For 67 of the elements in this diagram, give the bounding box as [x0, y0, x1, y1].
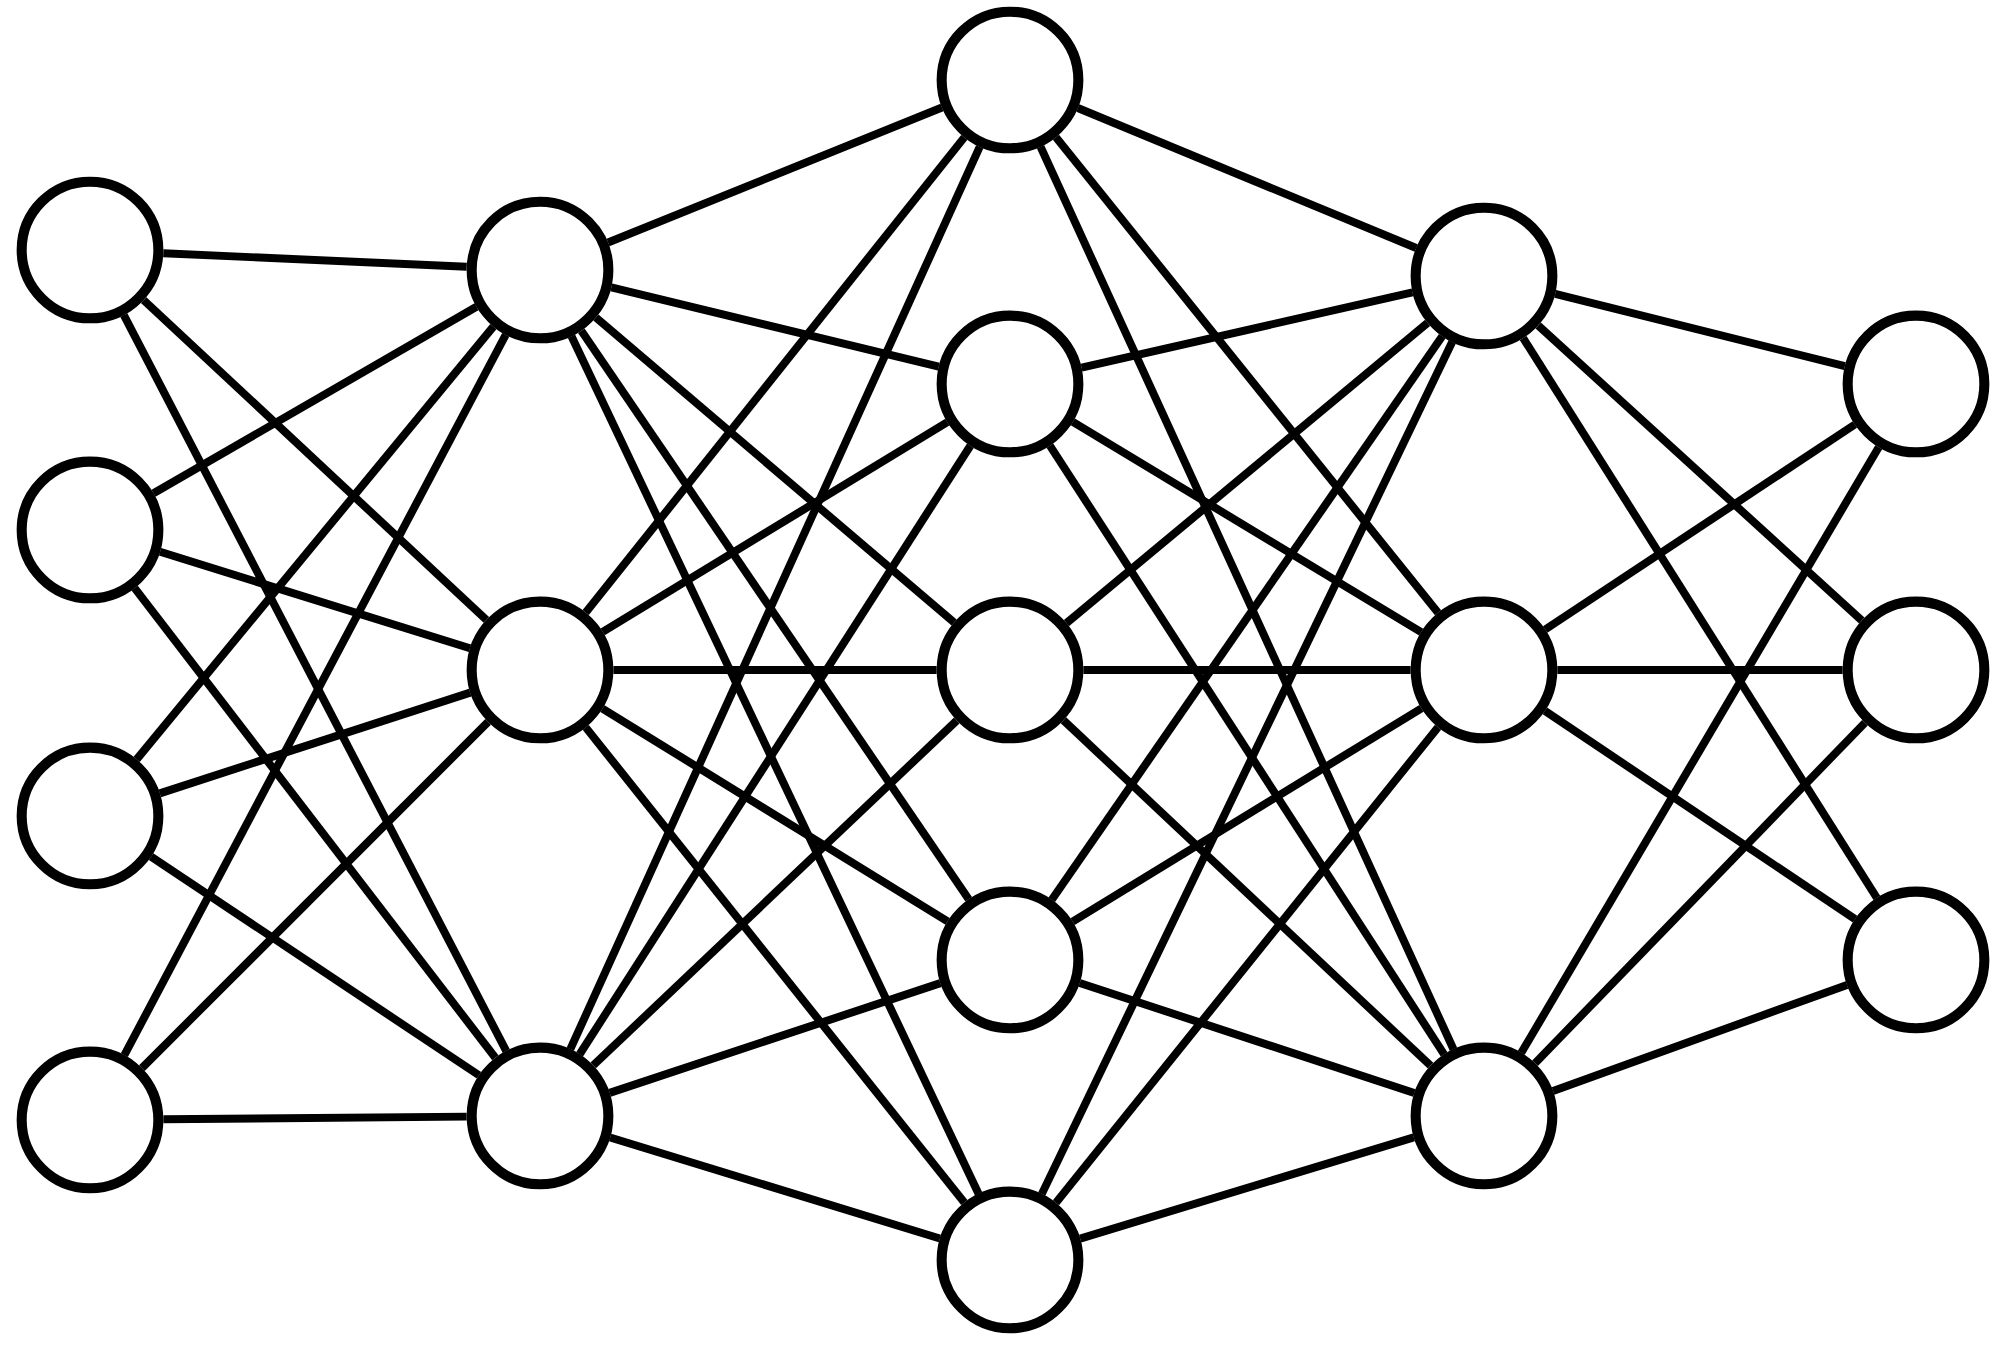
connection-line [567, 334, 983, 1196]
neuron-circle [466, 1042, 614, 1190]
connection-line [1551, 981, 1849, 1095]
connection-line [600, 418, 950, 636]
connection-line [566, 145, 984, 1051]
connection-line [1079, 1133, 1415, 1243]
connection-line [1046, 443, 1448, 1057]
connection-line [590, 717, 960, 1069]
connection-line [1063, 319, 1431, 627]
neuron-circle [936, 1186, 1084, 1334]
connection-line [608, 979, 942, 1097]
connection-line [1554, 289, 1846, 371]
connection-line [1052, 724, 1442, 1206]
neuron-circle [936, 6, 1084, 154]
neuron-circle [1410, 596, 1558, 744]
connection-line [578, 328, 972, 902]
connection-line [1052, 134, 1442, 616]
connection-line [606, 103, 944, 247]
neuron-circle [1842, 310, 1990, 458]
connection-line [593, 314, 957, 626]
connection-line [148, 853, 482, 1079]
neuron-circle [16, 176, 164, 324]
neuron-circle [466, 596, 614, 744]
connection-line [131, 585, 499, 1061]
neuron-circle [1842, 886, 1990, 1034]
connection-line [1532, 719, 1868, 1067]
connection-line [1535, 322, 1865, 624]
neuron-circle [1410, 1042, 1558, 1190]
connection-line [1557, 666, 1843, 674]
connection-line [1078, 979, 1416, 1097]
neuron-circle [16, 742, 164, 890]
connection-line [1080, 288, 1414, 372]
neuron-circle [936, 886, 1084, 1034]
connection-line [158, 688, 472, 798]
connection-line [1048, 334, 1446, 902]
connection-line [582, 724, 968, 1206]
connection-line [1036, 145, 1458, 1051]
connection-line [140, 297, 490, 623]
connection-line [1542, 421, 1858, 633]
connection-line [1060, 717, 1434, 1069]
neuron-circle [16, 456, 164, 604]
connection-line [151, 303, 479, 497]
neuron-circle [936, 596, 1084, 744]
connection-line [576, 443, 974, 1057]
connection-line [163, 249, 467, 271]
neuron-circle [1842, 596, 1990, 744]
connection-line [133, 324, 497, 762]
connection-line [613, 666, 937, 674]
neuron-circle [466, 196, 614, 344]
connection-line [158, 548, 472, 652]
connection-line [1070, 418, 1424, 636]
connection-line [600, 705, 950, 925]
neuron-circle [16, 1046, 164, 1194]
connection-line [1070, 704, 1424, 926]
connection-line [1076, 104, 1418, 252]
connection-line [1038, 340, 1456, 1196]
connection-line [609, 1133, 942, 1243]
connection-line [1519, 335, 1881, 901]
connection-line [1542, 707, 1858, 923]
connection-line [163, 1112, 467, 1124]
connection-line [1517, 445, 1883, 1055]
neuron-circle [1410, 202, 1558, 350]
neuron-circle [936, 310, 1084, 458]
connection-line [139, 719, 491, 1071]
connection-line [1083, 666, 1411, 674]
connection-line [582, 134, 968, 616]
connection-line [610, 283, 940, 371]
